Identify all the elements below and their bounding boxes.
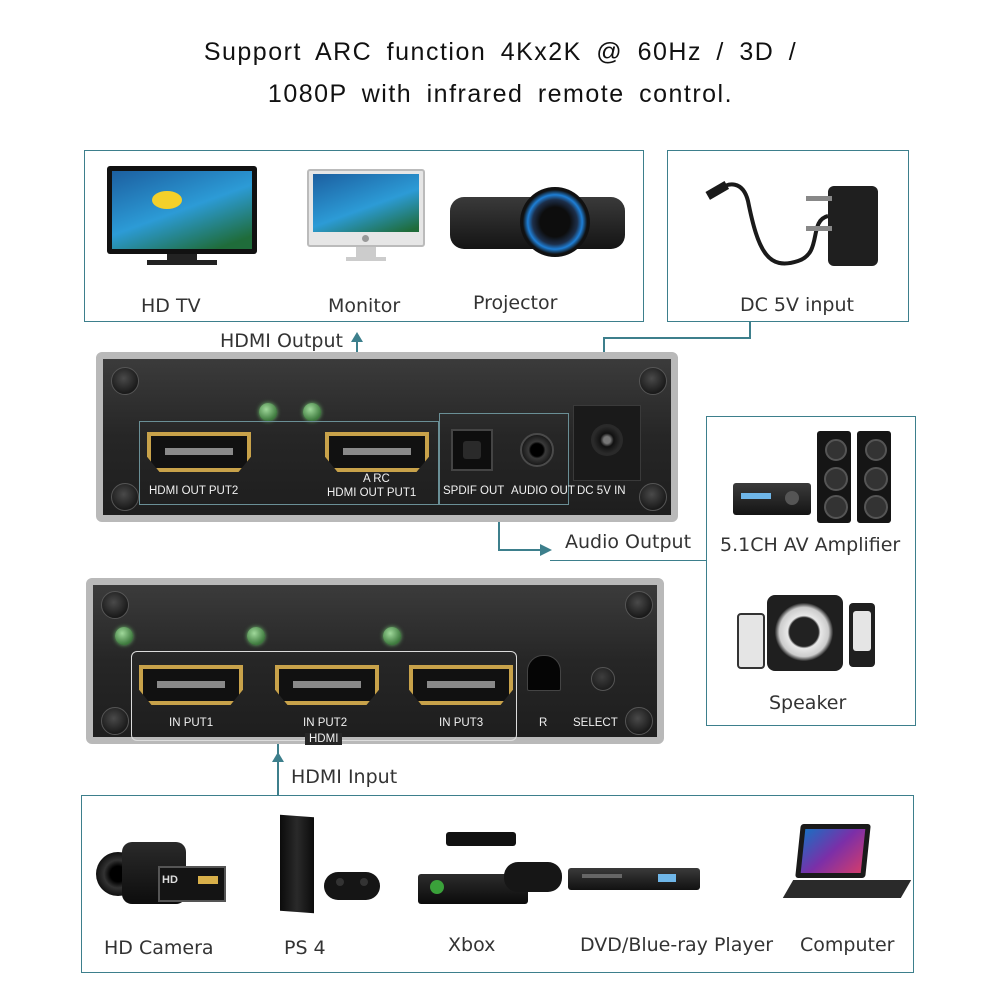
hdmi-out2-label: HDMI OUT PUT2 — [149, 485, 239, 497]
hdtv-label: HD TV — [141, 295, 201, 317]
hdmi-output-label: HDMI Output — [220, 330, 343, 352]
amplifier-icon — [733, 483, 811, 515]
ir-receiver-icon — [527, 655, 561, 691]
front-panel: IN PUT1 IN PUT2 IN PUT3 HDMI R SELECT — [86, 578, 664, 745]
tower-speaker-left-icon — [817, 431, 851, 523]
amplifier-label: 5.1CH AV Amplifier — [720, 534, 901, 556]
hdmi-outputs-frame — [139, 421, 439, 505]
select-label: SELECT — [573, 717, 618, 729]
input1-label: IN PUT1 — [169, 717, 214, 729]
led-indicator — [247, 627, 265, 645]
speaker-icon — [737, 595, 887, 675]
projector-label: Projector — [473, 292, 558, 314]
monitor-label: Monitor — [328, 295, 401, 317]
heading-line-2: 1080P with infrared remote control. — [267, 80, 734, 108]
power-line-horizontal — [603, 337, 751, 339]
hdtv-icon — [107, 166, 257, 266]
hdmi-out1-label: HDMI OUT PUT1 — [327, 487, 417, 499]
hdmi-output-arrow — [351, 332, 363, 342]
audio-jack-port — [520, 433, 554, 467]
input2-label: IN PUT2 — [303, 717, 348, 729]
tower-speaker-right-icon — [857, 431, 891, 523]
screw-icon — [639, 367, 667, 395]
screw-icon — [111, 483, 139, 511]
hdmi-input-line — [277, 744, 279, 796]
screw-icon — [639, 483, 667, 511]
led-indicator — [303, 403, 321, 421]
rear-panel: HDMI OUT PUT2 A RC HDMI OUT PUT1 SPDIF O… — [96, 352, 678, 522]
input-devices-box: HD HD Camera PS 4 Xbox DVD/Blue-ray Play… — [81, 795, 914, 973]
input3-label: IN PUT3 — [439, 717, 484, 729]
speaker-label: Speaker — [769, 692, 847, 714]
ps4-icon — [278, 814, 388, 916]
power-adapter-icon — [705, 181, 878, 266]
projector-icon — [450, 179, 625, 259]
arc-label: A RC — [363, 473, 390, 485]
hdmi-group-label: HDMI — [305, 733, 343, 745]
power-label: DC 5V input — [740, 294, 854, 316]
hdmi-out1-port — [325, 432, 429, 472]
dvd-label: DVD/Blue-ray Player — [580, 934, 774, 956]
screw-icon — [625, 707, 653, 735]
ps4-label: PS 4 — [284, 937, 326, 959]
monitor-icon — [307, 169, 425, 264]
audio-devices-box: 5.1CH AV Amplifier Speaker — [706, 416, 916, 726]
output-devices-box: HD TV Monitor Projector — [84, 150, 644, 322]
hdmi-in2-port — [275, 665, 379, 705]
hdmi-input-label: HDMI Input — [291, 766, 398, 788]
screw-icon — [111, 367, 139, 395]
hd-camera-icon: HD — [96, 828, 226, 918]
led-indicator — [115, 627, 133, 645]
power-line-up — [749, 321, 751, 339]
dc-in-label: DC 5V IN — [577, 485, 626, 497]
audio-outputs-frame — [439, 413, 569, 505]
screw-icon — [625, 591, 653, 619]
xbox-icon — [416, 828, 566, 918]
screw-icon — [101, 707, 129, 735]
hdmi-in1-port — [139, 665, 243, 705]
power-box: DC 5V input — [667, 150, 909, 322]
spdif-port — [451, 429, 493, 471]
led-indicator — [259, 403, 277, 421]
dc-port-housing — [573, 405, 641, 481]
audio-output-line-right — [498, 549, 542, 551]
led-indicator — [383, 627, 401, 645]
audio-output-label: Audio Output — [565, 531, 692, 553]
ir-label: R — [539, 717, 548, 729]
hdmi-in3-port — [409, 665, 513, 705]
dvd-player-icon — [568, 858, 700, 902]
select-button[interactable] — [591, 667, 615, 691]
audio-output-underline — [550, 560, 707, 561]
hd-camera-label: HD Camera — [104, 937, 214, 959]
laptop-icon — [782, 824, 912, 914]
heading-line-1: Support ARC function 4Kx2K @ 60Hz / 3D / — [203, 38, 798, 66]
xbox-label: Xbox — [448, 934, 496, 956]
audio-output-line-down — [498, 496, 500, 551]
computer-label: Computer — [800, 934, 895, 956]
screw-icon — [101, 591, 129, 619]
hdmi-input-arrow — [272, 752, 284, 762]
spdif-label: SPDIF OUT — [443, 485, 505, 497]
hdmi-out2-port — [147, 432, 251, 472]
audio-output-arrow — [540, 544, 552, 556]
audio-out-label: AUDIO OUT — [511, 485, 575, 497]
